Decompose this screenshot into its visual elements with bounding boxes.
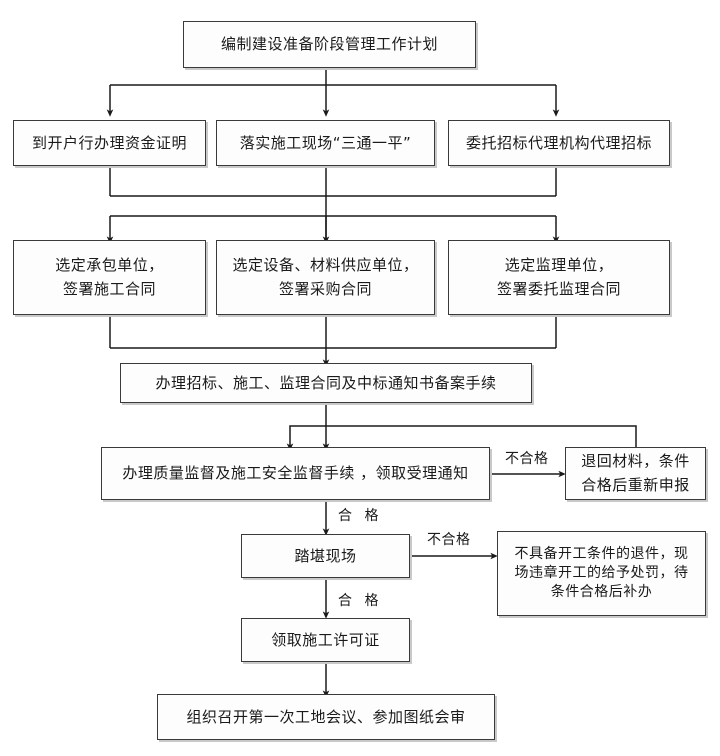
node-line: 办理质量监督及施工安全监督手续 ，领取受理通知	[122, 464, 469, 483]
node-line: 到开户行办理资金证明	[31, 133, 187, 152]
node-line: 签署施工合同	[62, 279, 156, 298]
node-line: 选定监理单位，	[504, 255, 614, 274]
node-plan-preparation[interactable]: 编制建设准备阶段管理工作计划	[183, 21, 476, 68]
node-line: 选定承包单位，	[55, 255, 164, 274]
node-line: 场违章开工的给予处罚，待	[514, 565, 689, 582]
node-contract-filing[interactable]: 办理招标、施工、监理合同及中标通知书备案手续	[120, 363, 532, 403]
node-first-site-meeting[interactable]: 组织召开第一次工地会议、参加图纸会审	[157, 694, 495, 740]
node-select-supervisor[interactable]: 选定监理单位， 签署委托监理合同	[448, 240, 670, 315]
node-site-three-connections[interactable]: 落实施工现场“三通一平”	[216, 120, 435, 166]
node-line: 不具备开工条件的退件，现	[514, 546, 689, 563]
node-line: 签署采购合同	[278, 279, 372, 298]
node-line: 选定设备、材料供应单位，	[232, 255, 419, 274]
wire-n10-feedback-to-n9	[286, 425, 637, 451]
node-line: 条件合格后补办	[550, 583, 653, 600]
node-return-materials[interactable]: 退回材料，条件 合格后重新申报	[565, 447, 706, 500]
edge-label-qualified-2: 合 格	[338, 593, 383, 609]
node-line: 领取施工许可证	[271, 630, 380, 649]
node-line: 踏堪现场	[294, 546, 357, 565]
node-line: 组织召开第一次工地会议、参加图纸会审	[186, 707, 466, 726]
node-line: 落实施工现场“三通一平”	[239, 133, 412, 152]
node-quality-safety-supervision[interactable]: 办理质量监督及施工安全监督手续 ，领取受理通知	[101, 447, 490, 500]
edge-label-unqualified-2: 不合格	[427, 532, 471, 548]
node-line: 办理招标、施工、监理合同及中标通知书备案手续	[155, 373, 497, 392]
node-construction-permit[interactable]: 领取施工许可证	[241, 618, 410, 662]
node-select-contractor[interactable]: 选定承包单位， 签署施工合同	[13, 240, 206, 315]
node-line: 退回材料，条件	[581, 451, 690, 470]
node-select-supplier[interactable]: 选定设备、材料供应单位， 签署采购合同	[216, 240, 435, 315]
node-site-inspection[interactable]: 踏堪现场	[241, 534, 410, 578]
node-bank-fund-certificate[interactable]: 到开户行办理资金证明	[13, 120, 206, 166]
node-line: 委托招标代理机构代理招标	[465, 133, 652, 152]
edge-label-qualified-1: 合 格	[338, 508, 383, 524]
node-line: 合格后重新申报	[581, 475, 690, 494]
edge-label-unqualified-1: 不合格	[505, 451, 549, 467]
node-bidding-agency[interactable]: 委托招标代理机构代理招标	[448, 120, 670, 166]
node-not-qualified-penalty[interactable]: 不具备开工条件的退件，现 场违章开工的给予处罚，待 条件合格后补办	[497, 531, 706, 616]
node-line: 编制建设准备阶段管理工作计划	[220, 35, 438, 54]
node-line: 签署委托监理合同	[496, 279, 621, 298]
